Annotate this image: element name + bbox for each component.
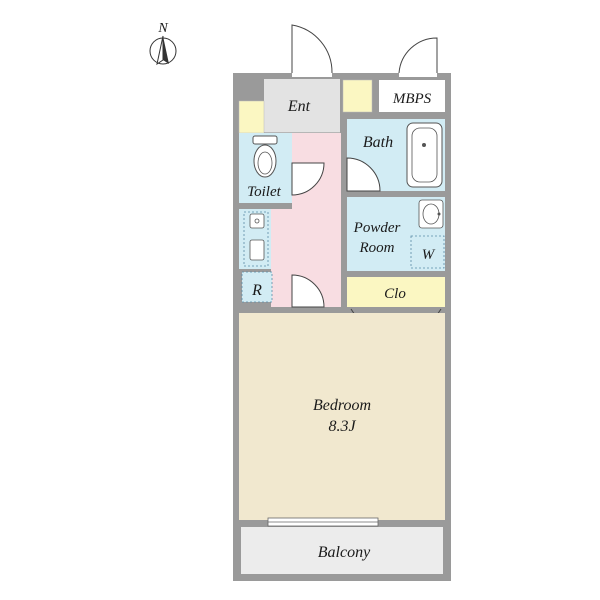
hallway-lower [271, 209, 292, 307]
north-arrow-icon [149, 35, 177, 66]
balcony-label: Balcony [318, 544, 371, 561]
bath-door[interactable] [346, 157, 381, 192]
washbasin-icon [418, 199, 444, 229]
refrigerator: R [241, 271, 273, 303]
sink-icon [249, 213, 265, 229]
washer: W [410, 235, 445, 269]
entrance-door[interactable] [291, 24, 333, 77]
toilet-label: Toilet [247, 184, 281, 200]
mbps-label: MBPS [392, 91, 432, 107]
powder-room-label-line1: Powder [353, 220, 401, 236]
toilet-fixture-icon [252, 135, 278, 178]
closet-label: Clo [384, 286, 406, 302]
entrance-label: Ent [287, 98, 311, 115]
stove-icon [249, 239, 265, 261]
kitchen [239, 209, 271, 269]
powder-room-label-line2: Room [359, 240, 395, 256]
washer-label: W [422, 247, 436, 263]
balcony-window[interactable] [267, 517, 379, 527]
balcony: Balcony [233, 522, 451, 581]
bedroom: Bedroom 8.3J [239, 313, 445, 520]
bath: Bath [346, 119, 445, 192]
closet: Clo [347, 277, 445, 316]
powder-room: Powder Room W [347, 197, 445, 271]
bedroom-size: 8.3J [328, 418, 356, 435]
toilet-door[interactable] [291, 162, 325, 196]
bath-label: Bath [363, 134, 393, 151]
bathtub-icon [406, 122, 443, 188]
compass-label: N [157, 21, 168, 36]
toilet-room: Toilet [239, 133, 292, 203]
mbps: MBPS [379, 37, 445, 112]
compass: N [149, 21, 177, 66]
bedroom-label: Bedroom [313, 397, 371, 414]
refrigerator-label: R [251, 282, 262, 299]
bedroom-door[interactable] [291, 274, 325, 308]
